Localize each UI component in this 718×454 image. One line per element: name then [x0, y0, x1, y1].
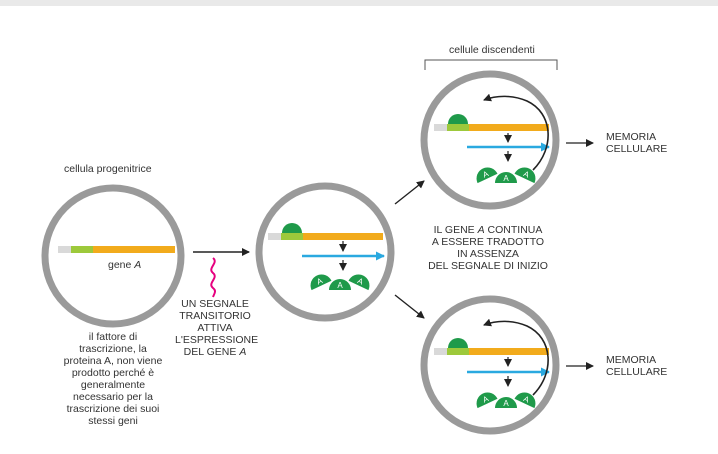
signal-line: TRANSITORIO — [179, 310, 251, 322]
signal-caption: UN SEGNALE TRANSITORIO ATTIVA L'ESPRESSI… — [175, 298, 259, 358]
progenitor-gene — [58, 246, 175, 253]
signal-last-italic: A — [239, 346, 247, 358]
memory-line: MEMORIA — [606, 131, 657, 143]
protein-a: A — [495, 172, 517, 183]
protein-a: A — [495, 397, 517, 408]
svg-text:A: A — [522, 394, 531, 405]
progenitor-cell — [41, 184, 185, 328]
gene-word: gene — [108, 259, 132, 271]
memory-line: MEMORIA — [606, 354, 657, 366]
signal-line: UN SEGNALE — [181, 298, 249, 310]
svg-text:A: A — [481, 169, 490, 180]
memory-label-top: MEMORIA CELLULARE — [606, 131, 667, 155]
svg-text:A: A — [315, 276, 324, 287]
svg-text:A: A — [503, 399, 509, 408]
note-line: necessario per la — [73, 391, 153, 403]
note-line: generalmente — [80, 379, 146, 391]
descendants-bracket — [424, 59, 558, 70]
signal-last-prefix: DEL GENE — [183, 346, 237, 358]
bottom-note: il fattore di trascrizione, la proteina … — [53, 331, 173, 427]
protein-a: A — [476, 392, 498, 409]
signal-line: DEL GENE A — [175, 346, 255, 358]
memory-label-bottom: MEMORIA CELLULARE — [606, 354, 667, 378]
active-cell — [255, 182, 395, 322]
signal-line: L'ESPRESSIONE — [175, 334, 259, 346]
memory-line: CELLULARE — [606, 366, 668, 378]
daughter-cell-bottom — [420, 295, 560, 435]
arrow-to-top-cell — [394, 180, 425, 205]
continue-line: IN ASSENZA — [457, 248, 519, 260]
svg-text:A: A — [356, 276, 365, 287]
note-line: trascrizione, la — [79, 343, 147, 355]
protein-groups: A A A A A A A A A — [310, 167, 536, 409]
svg-text:A: A — [503, 174, 509, 183]
continue-line: A ESSERE TRADOTTO — [431, 236, 545, 248]
note-line: il fattore di — [88, 331, 138, 343]
gene-letter: A — [134, 259, 142, 271]
continue-first-prefix: IL GENE — [433, 224, 475, 236]
svg-text:A: A — [522, 169, 531, 180]
protein-a: A — [310, 274, 332, 291]
continue-line: DEL SEGNALE DI INIZIO — [428, 260, 548, 272]
protein-a: A — [514, 392, 536, 409]
progenitor-label: cellula progenitrice — [64, 163, 152, 175]
protein-a: A — [514, 167, 536, 184]
signal-squiggle — [210, 257, 217, 298]
note-line: trascrizione dei suoi — [66, 403, 160, 415]
memory-line: CELLULARE — [606, 143, 668, 155]
note-line: prodotto perché è — [71, 367, 155, 379]
continue-line: IL GENE A CONTINUA — [423, 224, 553, 236]
continue-caption: IL GENE A CONTINUA A ESSERE TRADOTTO IN … — [423, 224, 553, 272]
protein-a: A — [329, 279, 351, 290]
descendants-label: cellule discendenti — [449, 44, 535, 56]
svg-text:A: A — [481, 394, 490, 405]
daughter-cell-top — [420, 70, 560, 210]
svg-text:A: A — [337, 281, 343, 290]
continue-first-italic: A — [477, 224, 485, 236]
top-border — [0, 0, 718, 6]
gene-a-label: gene A — [108, 259, 141, 271]
note-line: stessi geni — [88, 415, 138, 427]
signal-line: ATTIVA — [197, 322, 233, 334]
arrow-to-bottom-cell — [394, 294, 425, 319]
note-line: proteina A, non viene — [63, 355, 163, 367]
protein-a: A — [476, 167, 498, 184]
protein-a: A — [348, 274, 370, 291]
continue-first-suffix: CONTINUA — [487, 224, 543, 236]
